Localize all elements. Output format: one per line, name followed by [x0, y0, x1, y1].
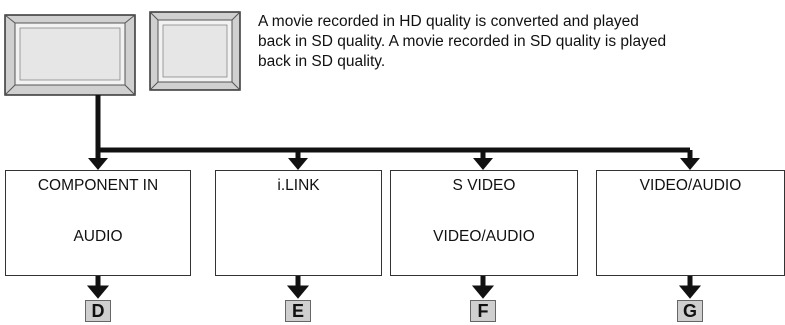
target-g: G [677, 300, 703, 322]
component-in-label: COMPONENT IN [37, 177, 159, 194]
description-line-1: A movie recorded in HD quality is conver… [258, 13, 639, 30]
target-e: E [285, 300, 311, 322]
video-audio-label-f: VIDEO/AUDIO [433, 228, 535, 245]
target-d: D [85, 300, 111, 322]
target-f: F [470, 300, 496, 322]
large-tv-icon [4, 14, 136, 96]
ilink-box [215, 170, 382, 276]
s-video-box [390, 170, 578, 276]
down-arrows-bottom [86, 276, 702, 299]
description-text: A movie recorded in HD quality is conver… [258, 12, 778, 72]
small-tv-icon [149, 11, 241, 91]
ilink-label: i.LINK [277, 177, 320, 194]
description-line-2: back in SD quality. A movie recorded in … [258, 33, 667, 50]
s-video-label: S VIDEO [452, 177, 516, 194]
component-in-box [5, 170, 191, 276]
audio-label: AUDIO [73, 228, 123, 245]
video-audio-label-g: VIDEO/AUDIO [639, 177, 742, 194]
connector-lines [95, 95, 693, 162]
down-arrows-top [88, 158, 700, 170]
video-audio-box [596, 170, 785, 276]
description-line-3: back in SD quality. [258, 53, 386, 70]
